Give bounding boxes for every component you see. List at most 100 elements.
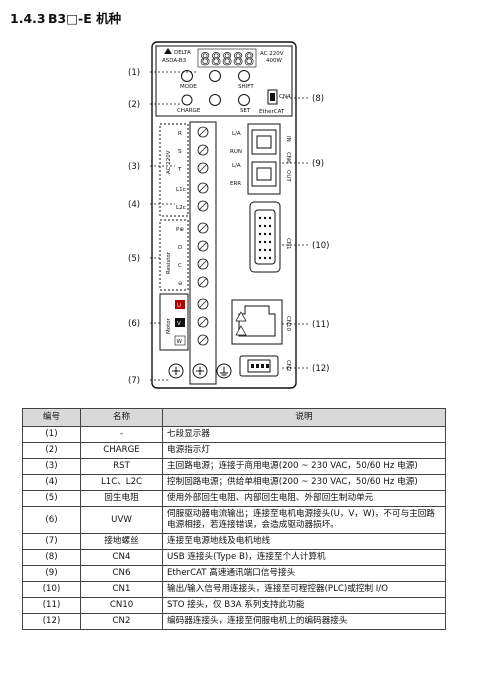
table-header-row: 编号 名称 说明 [22, 408, 446, 427]
row-number: (2) [22, 442, 81, 459]
shift-button[interactable] [238, 70, 250, 82]
down-button[interactable] [209, 94, 221, 106]
callout-5: (5) [128, 254, 140, 264]
terminal-n: ⊖ [178, 281, 183, 287]
header-description: 说明 [162, 408, 446, 427]
terminal-screws [197, 126, 209, 346]
terminal-t: T [177, 167, 182, 173]
terminal-s: S [178, 149, 182, 155]
row-number: (8) [22, 549, 81, 566]
row-description: STO 接头，仅 B3A 系列支持此功能 [162, 597, 446, 614]
row-name: CN4 [80, 549, 163, 566]
up-button[interactable] [209, 70, 221, 82]
row-description: 伺服驱动器电流输出；连接至电机电源接头(U，V，W)，不可与主回路电源相接，若连… [162, 506, 446, 534]
regen-note: Resistor [166, 251, 172, 274]
callout-12: (12) [312, 364, 329, 374]
model-text: ASDA-B3 [162, 58, 187, 64]
row-number: (1) [22, 426, 81, 443]
terminal-u: U [177, 303, 181, 309]
row-description: 连接至电源地线及电机地线 [162, 533, 446, 550]
terminal-l1c: L1c [176, 187, 186, 193]
row-number: (6) [22, 506, 81, 534]
section-title: B3□-E 机种 [48, 11, 122, 26]
table-row: (7)接地螺丝连接至电源地线及电机地线 [22, 533, 446, 550]
row-number: (4) [22, 474, 81, 491]
callout-4: (4) [128, 200, 140, 210]
row-number: (5) [22, 490, 81, 507]
set-button[interactable] [238, 94, 250, 106]
shift-label: SHIFT [238, 84, 254, 90]
terminal-r: R [178, 131, 182, 137]
power-note: AC 220V [166, 150, 172, 174]
brand-logo: DELTA ASDA-B3 [162, 48, 191, 64]
callout-2: (2) [128, 100, 140, 110]
port-out: OUT [285, 170, 291, 182]
table-row: (1)-七段显示器 [22, 426, 446, 443]
callout-7: (7) [128, 376, 140, 386]
callout-1: (1) [128, 68, 140, 78]
power-rating: 400W [266, 58, 282, 64]
cn2-label: CN2 [285, 360, 291, 371]
row-number: (7) [22, 533, 81, 550]
terminal-p: P⊕ [176, 227, 184, 233]
led-run: RUN [230, 149, 242, 155]
row-description: 使用外部回生电阻、内部回生电阻、外部回生制动单元 [162, 490, 446, 507]
callout-3: (3) [128, 162, 140, 172]
row-name: CN10 [80, 597, 163, 614]
ethercat-label: EtherCAT [259, 109, 285, 115]
brand-text: DELTA [174, 50, 191, 56]
row-description: 控制回路电源；供给单相电源(200 ~ 230 VAC，50/60 Hz 电源) [162, 474, 446, 491]
display-digit: 8 [200, 50, 210, 70]
port-in: IN [285, 136, 291, 142]
motor-note: Motor [166, 317, 172, 334]
row-name: CN6 [80, 565, 163, 582]
led-err: ERR [230, 181, 241, 187]
terminal-v: V [177, 321, 181, 327]
row-description: EtherCAT 高速通讯端口信号接头 [162, 565, 446, 582]
terminal-c: C [178, 263, 182, 269]
row-number: (3) [22, 458, 81, 475]
row-number: (10) [22, 581, 81, 598]
display-digit: 8 [244, 50, 254, 70]
display-digit: 8 [233, 50, 243, 70]
row-number: (12) [22, 613, 81, 630]
callout-8: (8) [312, 94, 324, 104]
row-name: 回生电阻 [80, 490, 163, 507]
display-digit: 8 [222, 50, 232, 70]
drive-front-diagram: DELTA ASDA-B3 8 8 8 8 8 AC 220V 400W MOD… [128, 41, 329, 389]
row-description: 编码器连接头，连接至伺服电机上的编码器接头 [162, 613, 446, 630]
terminal-d: D [178, 245, 182, 251]
row-name: 接地螺丝 [80, 533, 163, 550]
row-name: CN2 [80, 613, 163, 630]
row-number: (11) [22, 597, 81, 614]
display-digit: 8 [211, 50, 221, 70]
row-name: RST [80, 458, 163, 475]
row-number: (9) [22, 565, 81, 582]
row-description: 七段显示器 [162, 426, 446, 443]
charge-led [181, 94, 193, 106]
header-name: 名称 [80, 408, 163, 427]
led-la-in: L/A [232, 131, 241, 137]
warning-icon [235, 311, 247, 336]
table-row: (5)回生电阻使用外部回生电阻、内部回生电阻、外部回生制动单元 [22, 490, 446, 507]
header-number: 编号 [22, 408, 81, 427]
terminal-w: W [177, 339, 183, 345]
callout-9: (9) [312, 159, 324, 169]
voltage-rating: AC 220V [260, 51, 284, 57]
mode-button[interactable] [181, 70, 193, 82]
row-name: CN1 [80, 581, 163, 598]
ground-screws [168, 363, 232, 379]
charge-label: CHARGE [177, 108, 201, 114]
callout-11: (11) [312, 320, 329, 330]
section-number: 1.4.3 [10, 11, 46, 26]
row-name: - [80, 426, 163, 443]
row-description: 电源指示灯 [162, 442, 446, 459]
